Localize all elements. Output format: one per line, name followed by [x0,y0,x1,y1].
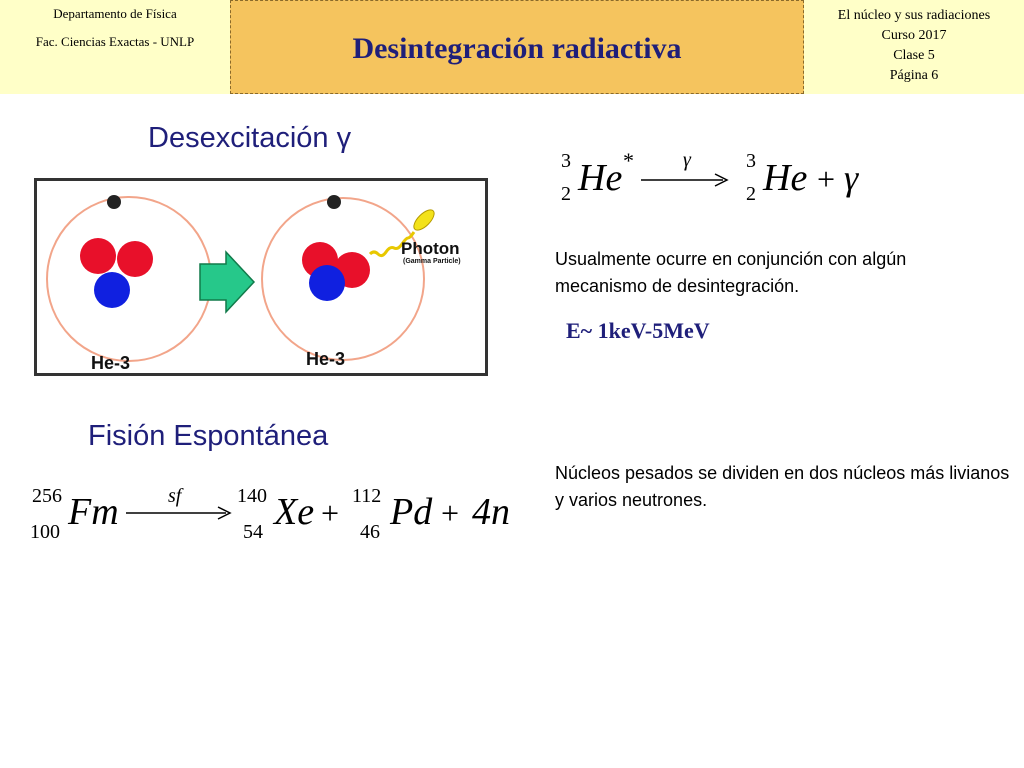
plus-sign-1: + [321,495,339,531]
right-electron [327,195,341,209]
photon-wave [368,231,416,258]
page-title: Desintegración radiactiva [352,32,682,65]
page-number: Página 6 [889,68,939,83]
pd-atomic-number: 46 [360,521,380,543]
course-topic: El núcleo y sus radiaciones [837,8,991,23]
fission-arrow-head [217,506,232,520]
department-label: Departamento de Física [53,6,177,21]
fm-symbol: Fm [67,491,119,533]
he-star-atomic-number: 2 [561,183,571,205]
he3-deexcitation-diagram: Photon (Gamma Particle) He-3 He-3 [34,178,488,376]
he-mass-number: 3 [746,150,756,172]
plus-sign-2: + [441,495,459,531]
faculty-label: Fac. Ciencias Exactas - UNLP [35,34,195,49]
xe-atomic-number: 54 [243,521,263,543]
transition-arrow [199,250,256,314]
right-electron-orbit [261,197,425,361]
fm-atomic-number: 100 [30,521,60,543]
photon-sublabel: (Gamma Particle) [403,258,461,265]
neutrons-term: 4n [472,491,510,533]
energy-range: E~ 1keV-5MeV [566,318,710,343]
section-title-deexcitation: Desexcitación γ [148,122,352,154]
arrow-gamma-label: γ [683,149,692,171]
arrow-sf-label: sf [168,485,184,507]
he-star-mass-number: 3 [561,150,571,172]
pd-symbol: Pd [389,491,433,533]
gamma-decay-equation: 3 2 He * γ 3 2 He + γ [561,148,859,205]
course-year: Curso 2017 [881,28,947,43]
gamma-symbol: γ [844,158,859,198]
fission-note: Núcleos pesados se dividen en dos núcleo… [555,463,1010,510]
left-electron [107,195,121,209]
pd-mass-number: 112 [352,485,381,507]
header-title-box: Desintegración radiactiva [230,0,804,94]
xe-symbol: Xe [272,491,314,533]
deexcitation-note: Usualmente ocurre en conjunción con algú… [555,249,907,296]
plus-sign: + [817,161,835,197]
header-left-box: Departamento de Física Fac. Ciencias Exa… [0,0,230,94]
header-right-box: El núcleo y sus radiaciones Curso 2017 C… [804,0,1024,94]
photon-particle [413,209,435,231]
fm-mass-number: 256 [32,485,62,507]
left-neutron [94,272,130,308]
he-star-symbol: He [577,157,622,199]
left-proton-1 [80,238,116,274]
section-title-fission: Fisión Espontánea [88,420,329,452]
photon-label: Photon [401,239,460,258]
xe-mass-number: 140 [237,485,267,507]
fission-equation: 256 100 Fm sf 140 54 Xe + 112 46 Pd + 4n [30,485,510,543]
he-atomic-number: 2 [746,183,756,205]
left-proton-2 [117,241,153,277]
excited-star: * [623,148,634,173]
right-atom-label: He-3 [306,349,345,369]
class-number: Clase 5 [893,48,935,63]
left-atom-label: He-3 [91,353,130,373]
he-symbol: He [762,157,807,199]
right-neutron [309,265,345,301]
reaction-arrow-head [714,173,729,187]
